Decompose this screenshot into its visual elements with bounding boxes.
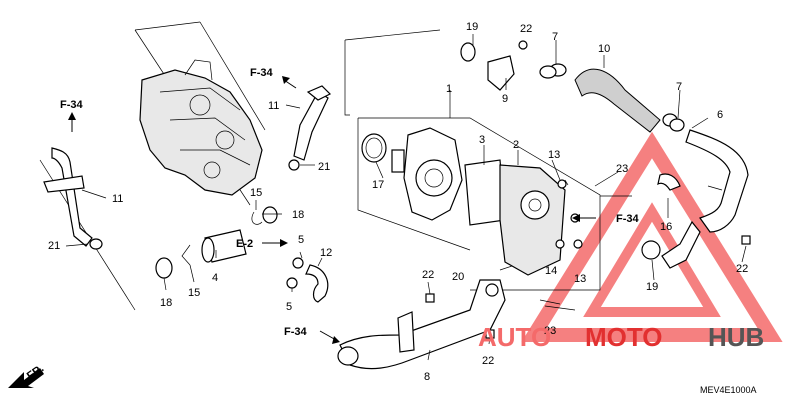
label-part-1: 1 [446,83,452,95]
label-part-7a: 7 [552,31,558,43]
label-part-21a: 21 [318,161,330,173]
watermark-logo: AUTO MOTO HUB [478,322,764,352]
label-part-19a: 19 [466,21,478,33]
ref-f34-top: F-34 [250,67,274,79]
reference-arrows [8,76,596,388]
label-part-5b: 5 [286,301,292,313]
label-part-15a: 15 [250,187,262,199]
label-part-22a: 22 [520,23,532,35]
label-part-21b: 21 [48,240,60,252]
label-part-18b: 18 [160,297,172,309]
pipe-11-left [43,147,103,250]
ref-f34-right: F-34 [616,213,640,225]
label-part-11a: 11 [268,100,279,112]
label-part-22d: 22 [736,263,748,275]
part-number-labels: 1 2 3 4 5 5 6 7 7 8 9 10 11 11 12 13 13 … [48,21,748,383]
label-part-15b: 15 [188,287,200,299]
label-part-18a: 18 [292,209,304,221]
pipe-8 [337,279,506,370]
leader-lines [65,34,747,361]
label-part-20: 20 [452,271,464,283]
pipe-6 [661,129,749,269]
label-part-11b: 11 [112,193,123,205]
label-part-23b: 23 [544,325,556,337]
label-part-13a: 13 [548,149,560,161]
fr-arrow-icon [8,368,44,388]
label-part-5a: 5 [298,234,304,246]
label-part-22c: 22 [482,355,494,367]
watermark-hub: HUB [708,322,764,352]
pipe-11-upper [288,85,332,171]
ref-f34-bottom: F-34 [284,326,308,338]
label-part-16: 16 [660,221,672,233]
watermark-auto: AUTO [478,322,551,352]
watermark-moto: MOTO [585,322,663,352]
label-part-19b: 19 [646,281,658,293]
label-part-9: 9 [502,93,508,105]
water-pump-assembly [344,29,601,291]
hose-10 [549,63,678,133]
label-part-10: 10 [598,43,610,55]
label-part-12: 12 [320,247,332,259]
label-part-13b: 13 [574,273,586,285]
label-part-6: 6 [717,109,723,121]
label-part-8: 8 [424,371,430,383]
label-part-2: 2 [513,139,519,151]
label-part-17: 17 [372,179,384,191]
label-part-23a: 23 [616,163,628,175]
label-part-3: 3 [479,134,485,146]
label-part-7b: 7 [676,81,682,93]
ref-f34-left: F-34 [60,99,84,111]
drawing-code: MEV4E1000A [700,385,757,395]
engine-outline [39,21,266,311]
label-part-14: 14 [545,265,557,277]
ref-e2: E-2 [236,238,253,250]
label-part-22b: 22 [422,269,434,281]
label-part-4: 4 [212,272,218,284]
